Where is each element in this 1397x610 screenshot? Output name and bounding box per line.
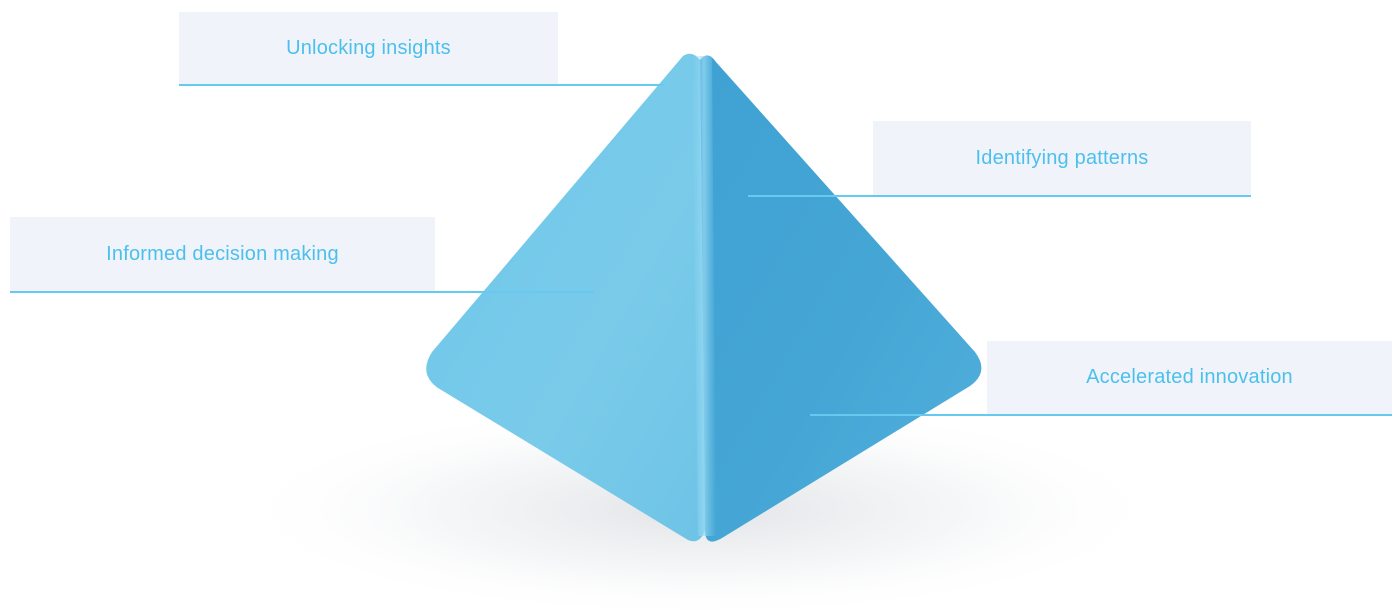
- label-identifying-patterns: Identifying patterns: [873, 121, 1251, 195]
- leader-line-unlocking-insights: [179, 84, 665, 86]
- leader-line-informed-decision-making: [10, 291, 594, 293]
- label-informed-decision-making-text: Informed decision making: [106, 242, 339, 265]
- pyramid-left-face: [426, 53, 705, 542]
- label-accelerated-innovation-text: Accelerated innovation: [1086, 366, 1293, 388]
- leader-line-identifying-patterns: [748, 195, 1251, 197]
- pyramid-ridge: [692, 56, 716, 536]
- label-identifying-patterns-text: Identifying patterns: [975, 146, 1149, 169]
- label-informed-decision-making: Informed decision making: [10, 217, 435, 291]
- label-unlocking-insights-text: Unlocking insights: [286, 36, 451, 59]
- pyramid-right-face: [700, 55, 982, 542]
- label-accelerated-innovation: Accelerated innovation: [987, 341, 1392, 414]
- label-unlocking-insights: Unlocking insights: [179, 12, 558, 84]
- leader-line-accelerated-innovation: [810, 414, 1392, 416]
